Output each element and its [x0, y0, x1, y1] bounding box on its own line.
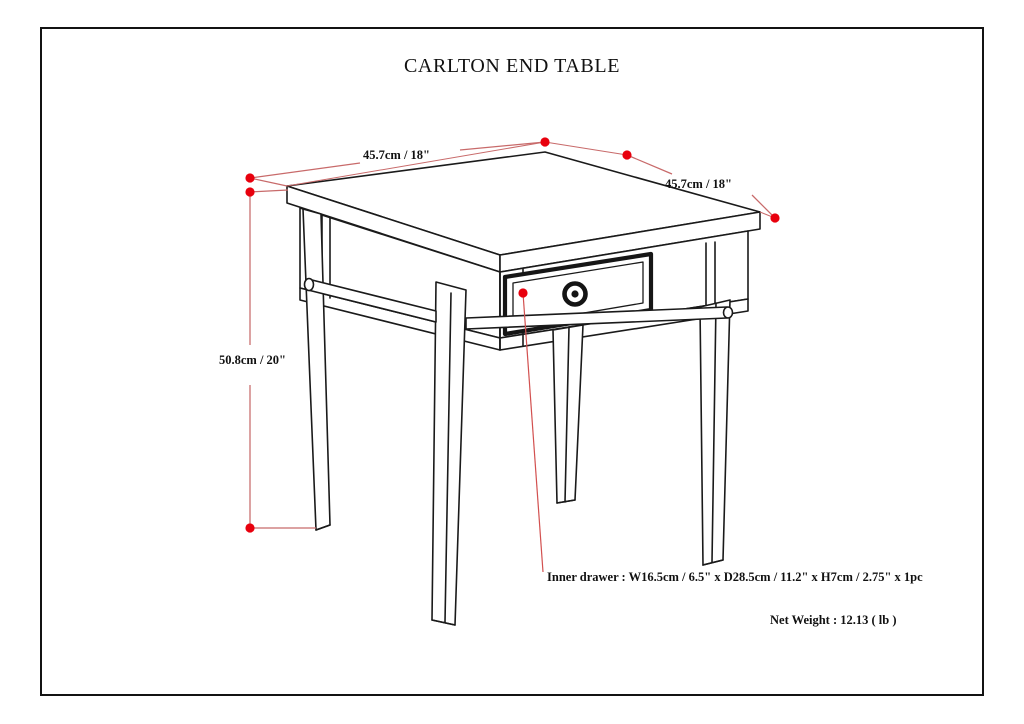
page-title: CARLTON END TABLE	[403, 55, 621, 77]
dot-width-start	[245, 173, 255, 183]
table-body	[286, 151, 761, 626]
drawer-knob-icon	[562, 281, 588, 307]
inner-drawer-spec-note: Inner drawer : W16.5cm / 6.5" x D28.5cm …	[547, 570, 923, 584]
dot-height-top	[245, 187, 255, 197]
dimension-depth-label: 45.7cm / 18"	[665, 177, 732, 191]
dot-depth-start	[622, 150, 632, 160]
inner-drawer-leader-line	[522, 292, 544, 573]
table-top-edge-right	[499, 211, 761, 273]
net-weight-note: Net Weight : 12.13 ( lb )	[770, 613, 897, 627]
dimension-depth	[544, 141, 776, 219]
dimension-width-label: 45.7cm / 18"	[363, 148, 430, 162]
stretcher-rail-front	[465, 306, 734, 330]
leg-front-center	[431, 281, 467, 626]
dimension-width	[249, 141, 546, 187]
stretcher-rail-left	[303, 277, 437, 323]
dimension-height-label: 50.8cm / 20"	[219, 353, 286, 367]
dimension-dots	[245, 137, 780, 533]
leg-back-right	[552, 324, 584, 504]
stile-front-right	[705, 241, 716, 308]
page-border-frame	[40, 27, 984, 696]
dimension-height	[249, 189, 316, 529]
dot-depth-end	[770, 213, 780, 223]
dot-height-bottom	[245, 523, 255, 533]
leg-front-right	[699, 299, 731, 566]
dot-inner-drawer-callout	[518, 288, 528, 298]
dot-width-end	[540, 137, 550, 147]
